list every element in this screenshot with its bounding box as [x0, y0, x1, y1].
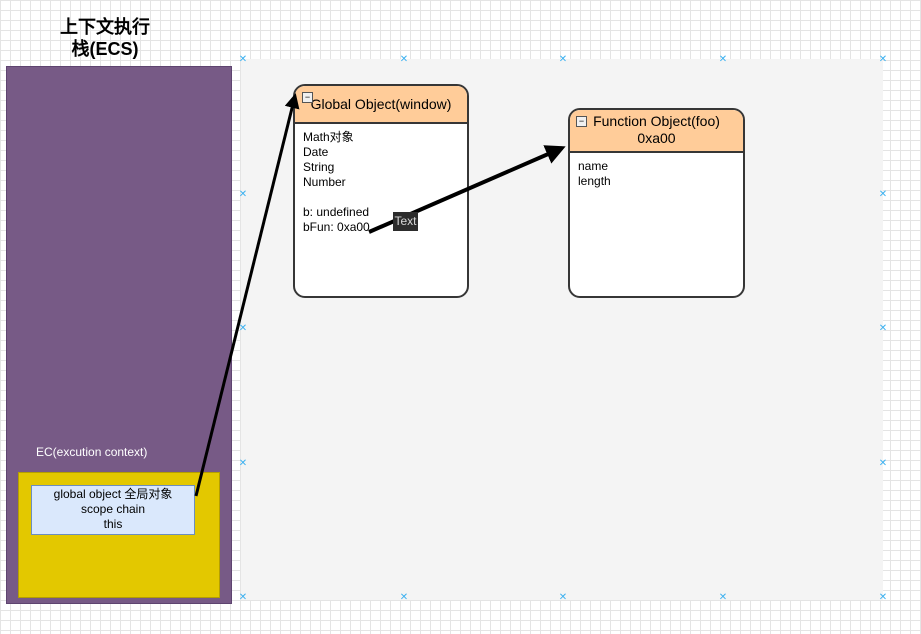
collapse-icon[interactable]: − — [302, 92, 313, 103]
collapse-icon[interactable]: − — [576, 116, 587, 127]
resize-handle-icon[interactable]: ✕ — [238, 189, 248, 200]
global-object-box[interactable]: − Global Object(window) Math对象 Date Stri… — [293, 84, 469, 298]
function-prop-name: name — [578, 159, 609, 173]
global-prop-date: Date — [303, 145, 329, 159]
resize-handle-icon[interactable]: ✕ — [558, 54, 568, 65]
global-prop-math: Math对象 — [303, 130, 354, 144]
ec-label: EC(excution context) — [36, 445, 148, 459]
arrow-ec-to-global[interactable] — [194, 93, 300, 497]
resize-handle-icon[interactable]: ✕ — [718, 592, 728, 603]
resize-handle-icon[interactable]: ✕ — [718, 54, 728, 65]
stack-title-line2: 栈(ECS) — [71, 39, 139, 59]
resize-handle-icon[interactable]: ✕ — [878, 189, 888, 200]
function-object-header[interactable]: − Function Object(foo) 0xa00 — [570, 110, 743, 153]
global-prop-bfun: bFun: 0xa00 — [303, 220, 370, 234]
global-prop-string: String — [303, 160, 335, 174]
global-prop-b: b: undefined — [303, 205, 370, 219]
text-tag[interactable]: Text — [393, 212, 418, 231]
ec-item-scope-chain: scope chain — [80, 502, 146, 516]
function-object-address: 0xa00 — [637, 130, 676, 146]
function-object-body: name length — [570, 153, 743, 195]
resize-handle-icon[interactable]: ✕ — [878, 458, 888, 469]
global-object-header[interactable]: − Global Object(window) — [295, 86, 467, 124]
resize-handle-icon[interactable]: ✕ — [238, 54, 248, 65]
resize-handle-icon[interactable]: ✕ — [878, 323, 888, 334]
ec-item-this: this — [103, 517, 123, 531]
function-object-title: Function Object(foo) — [593, 113, 720, 129]
resize-handle-icon[interactable]: ✕ — [399, 592, 409, 603]
function-object-box[interactable]: − Function Object(foo) 0xa00 name length — [568, 108, 745, 298]
function-prop-length: length — [578, 174, 611, 188]
resize-handle-icon[interactable]: ✕ — [238, 323, 248, 334]
stack-title-line1: 上下文执行 — [60, 17, 150, 37]
ec-item-global-object: global object 全局对象 — [53, 487, 173, 501]
resize-handle-icon[interactable]: ✕ — [558, 592, 568, 603]
resize-handle-icon[interactable]: ✕ — [238, 592, 248, 603]
ec-inner-box[interactable]: global object 全局对象 scope chain this — [31, 485, 195, 535]
global-prop-number: Number — [303, 175, 346, 189]
resize-handle-icon[interactable]: ✕ — [238, 458, 248, 469]
resize-handle-icon[interactable]: ✕ — [878, 54, 888, 65]
global-object-title: Global Object(window) — [310, 96, 452, 112]
resize-handle-icon[interactable]: ✕ — [399, 54, 409, 65]
global-object-body: Math对象 Date String Number b: undefined b… — [295, 124, 467, 241]
stack-title: 上下文执行 栈(ECS) — [30, 16, 180, 60]
resize-handle-icon[interactable]: ✕ — [878, 592, 888, 603]
